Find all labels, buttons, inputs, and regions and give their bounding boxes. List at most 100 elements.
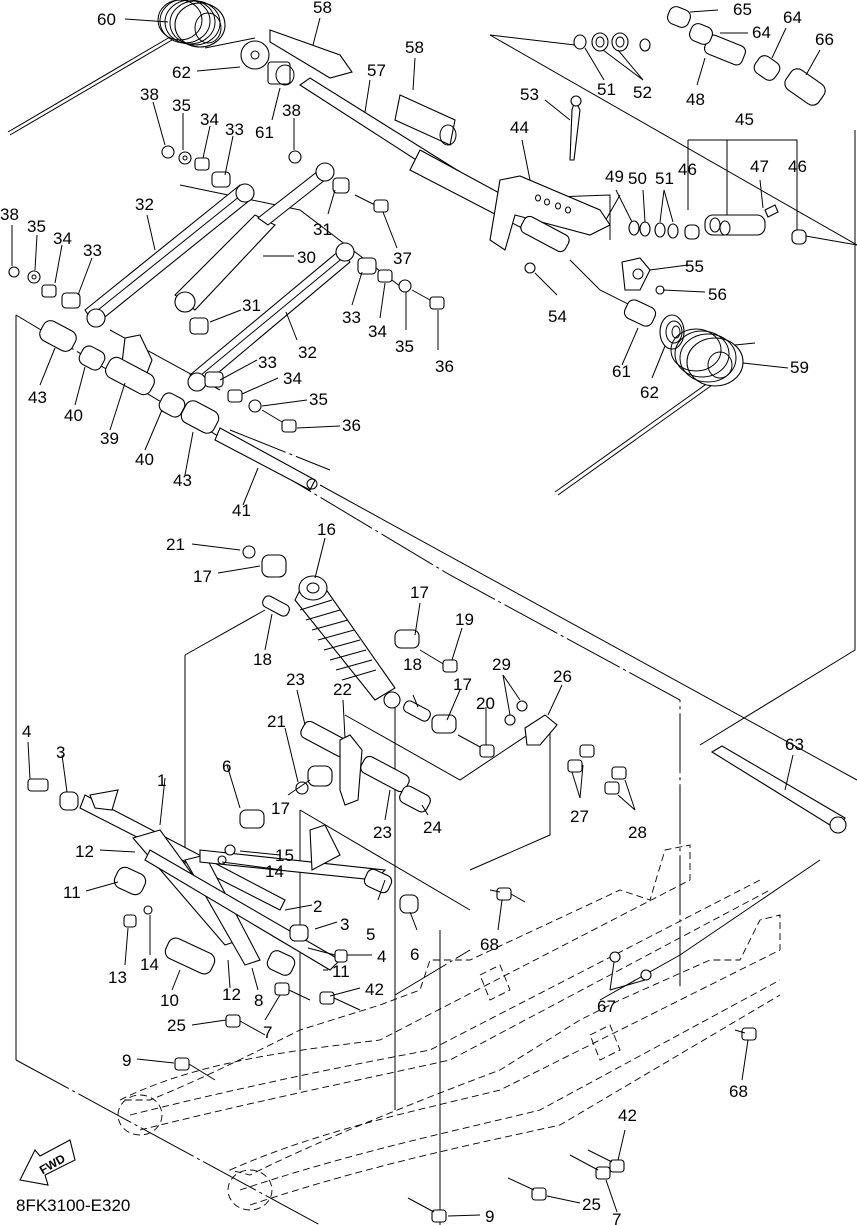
callout-43: 43 xyxy=(28,388,47,407)
callout-47: 47 xyxy=(750,157,769,176)
callout-61: 61 xyxy=(612,362,631,381)
shock-spring-coils xyxy=(299,599,377,681)
callout-18: 18 xyxy=(403,655,422,674)
callout-34: 34 xyxy=(200,110,219,129)
callout-34: 34 xyxy=(53,229,72,248)
callout-11: 11 xyxy=(332,962,350,981)
callout-18: 18 xyxy=(253,650,272,669)
right-side-components xyxy=(554,257,756,496)
callout-36: 36 xyxy=(342,416,361,435)
callout-12: 12 xyxy=(222,985,241,1004)
callout-34: 34 xyxy=(283,369,302,388)
upper-right-hardware xyxy=(573,6,826,106)
callout-19: 19 xyxy=(455,610,474,629)
callout-51: 51 xyxy=(597,80,616,99)
slide-rails xyxy=(117,844,781,1211)
callout-23: 23 xyxy=(373,823,392,842)
callout-14: 14 xyxy=(140,955,159,974)
callout-60: 60 xyxy=(97,10,116,29)
callout-7: 7 xyxy=(263,1023,272,1042)
torsion-spring-left xyxy=(7,0,256,136)
callout-22: 22 xyxy=(333,680,352,699)
callout-25: 25 xyxy=(167,1016,186,1035)
callout-68: 68 xyxy=(480,935,499,954)
callout-31: 31 xyxy=(313,220,332,239)
callout-14: 14 xyxy=(265,862,284,881)
front-link-assembly xyxy=(84,162,355,392)
callout-34: 34 xyxy=(368,322,387,341)
callout-16: 16 xyxy=(317,520,336,539)
callout-17: 17 xyxy=(453,675,472,694)
rear-shock-absorber xyxy=(242,545,495,758)
callout-42: 42 xyxy=(365,980,384,999)
callout-11: 11 xyxy=(63,883,81,902)
arm-bracket xyxy=(489,95,611,274)
callout-35: 35 xyxy=(27,217,46,236)
callout-4: 4 xyxy=(377,947,386,966)
callout-59: 59 xyxy=(790,358,809,377)
callout-52: 52 xyxy=(633,83,652,102)
callout-51: 51 xyxy=(655,169,674,188)
front-arm-assembly xyxy=(27,778,419,976)
front-cross-shaft-assembly xyxy=(39,320,318,491)
adjuster-assembly xyxy=(628,204,807,245)
callout-39: 39 xyxy=(100,429,119,448)
forward-arrow-icon: FWD xyxy=(19,1139,76,1186)
callout-32: 32 xyxy=(298,343,317,362)
callout-labels: 60 58 58 62 57 61 38 35 34 33 38 32 30 3… xyxy=(0,0,834,1225)
callout-45: 45 xyxy=(735,110,754,129)
callout-29: 29 xyxy=(492,655,511,674)
callout-21: 21 xyxy=(267,712,286,731)
callout-58: 58 xyxy=(405,38,424,57)
callout-62: 62 xyxy=(172,63,191,82)
callout-27: 27 xyxy=(570,807,589,826)
callout-68: 68 xyxy=(729,1082,748,1101)
callout-26: 26 xyxy=(553,667,572,686)
callout-38: 38 xyxy=(282,101,301,120)
callout-66: 66 xyxy=(815,30,834,49)
callout-35: 35 xyxy=(172,96,191,115)
callout-13: 13 xyxy=(108,968,127,987)
callout-32: 32 xyxy=(135,195,154,214)
callout-10: 10 xyxy=(160,991,179,1010)
callout-3: 3 xyxy=(340,915,349,934)
callout-15: 15 xyxy=(275,846,294,865)
callout-46: 46 xyxy=(678,160,697,179)
callout-20: 20 xyxy=(476,694,495,713)
callout-44: 44 xyxy=(510,118,529,137)
callout-46: 46 xyxy=(788,157,807,176)
callout-43: 43 xyxy=(173,471,192,490)
callout-38: 38 xyxy=(0,205,19,224)
callout-31: 31 xyxy=(242,296,261,315)
callout-35: 35 xyxy=(395,337,414,356)
callout-7: 7 xyxy=(612,1210,621,1225)
callout-33: 33 xyxy=(258,353,277,372)
callout-38: 38 xyxy=(140,85,159,104)
callout-9: 9 xyxy=(122,1051,131,1070)
callout-53: 53 xyxy=(520,85,539,104)
callout-3: 3 xyxy=(56,743,65,762)
callout-55: 55 xyxy=(685,257,704,276)
callout-65: 65 xyxy=(733,0,752,19)
callout-37: 37 xyxy=(393,249,412,268)
callout-58: 58 xyxy=(313,0,332,17)
callout-6: 6 xyxy=(222,757,231,776)
callout-8: 8 xyxy=(254,991,263,1010)
callout-4: 4 xyxy=(22,722,31,741)
drawing-code: 8FK3100-E320 xyxy=(16,1196,131,1215)
callout-67: 67 xyxy=(597,997,616,1016)
callout-12: 12 xyxy=(75,842,94,861)
callout-1: 1 xyxy=(157,771,166,790)
callout-63: 63 xyxy=(785,735,804,754)
callout-33: 33 xyxy=(342,308,361,327)
callout-50: 50 xyxy=(628,169,647,188)
callout-2: 2 xyxy=(313,897,322,916)
callout-23: 23 xyxy=(286,670,305,689)
lower-bolts xyxy=(174,887,757,1223)
callout-48: 48 xyxy=(686,90,705,109)
callout-17: 17 xyxy=(271,799,290,818)
callout-17: 17 xyxy=(410,583,429,602)
callout-35: 35 xyxy=(309,390,328,409)
leader-lines xyxy=(11,9,821,1217)
